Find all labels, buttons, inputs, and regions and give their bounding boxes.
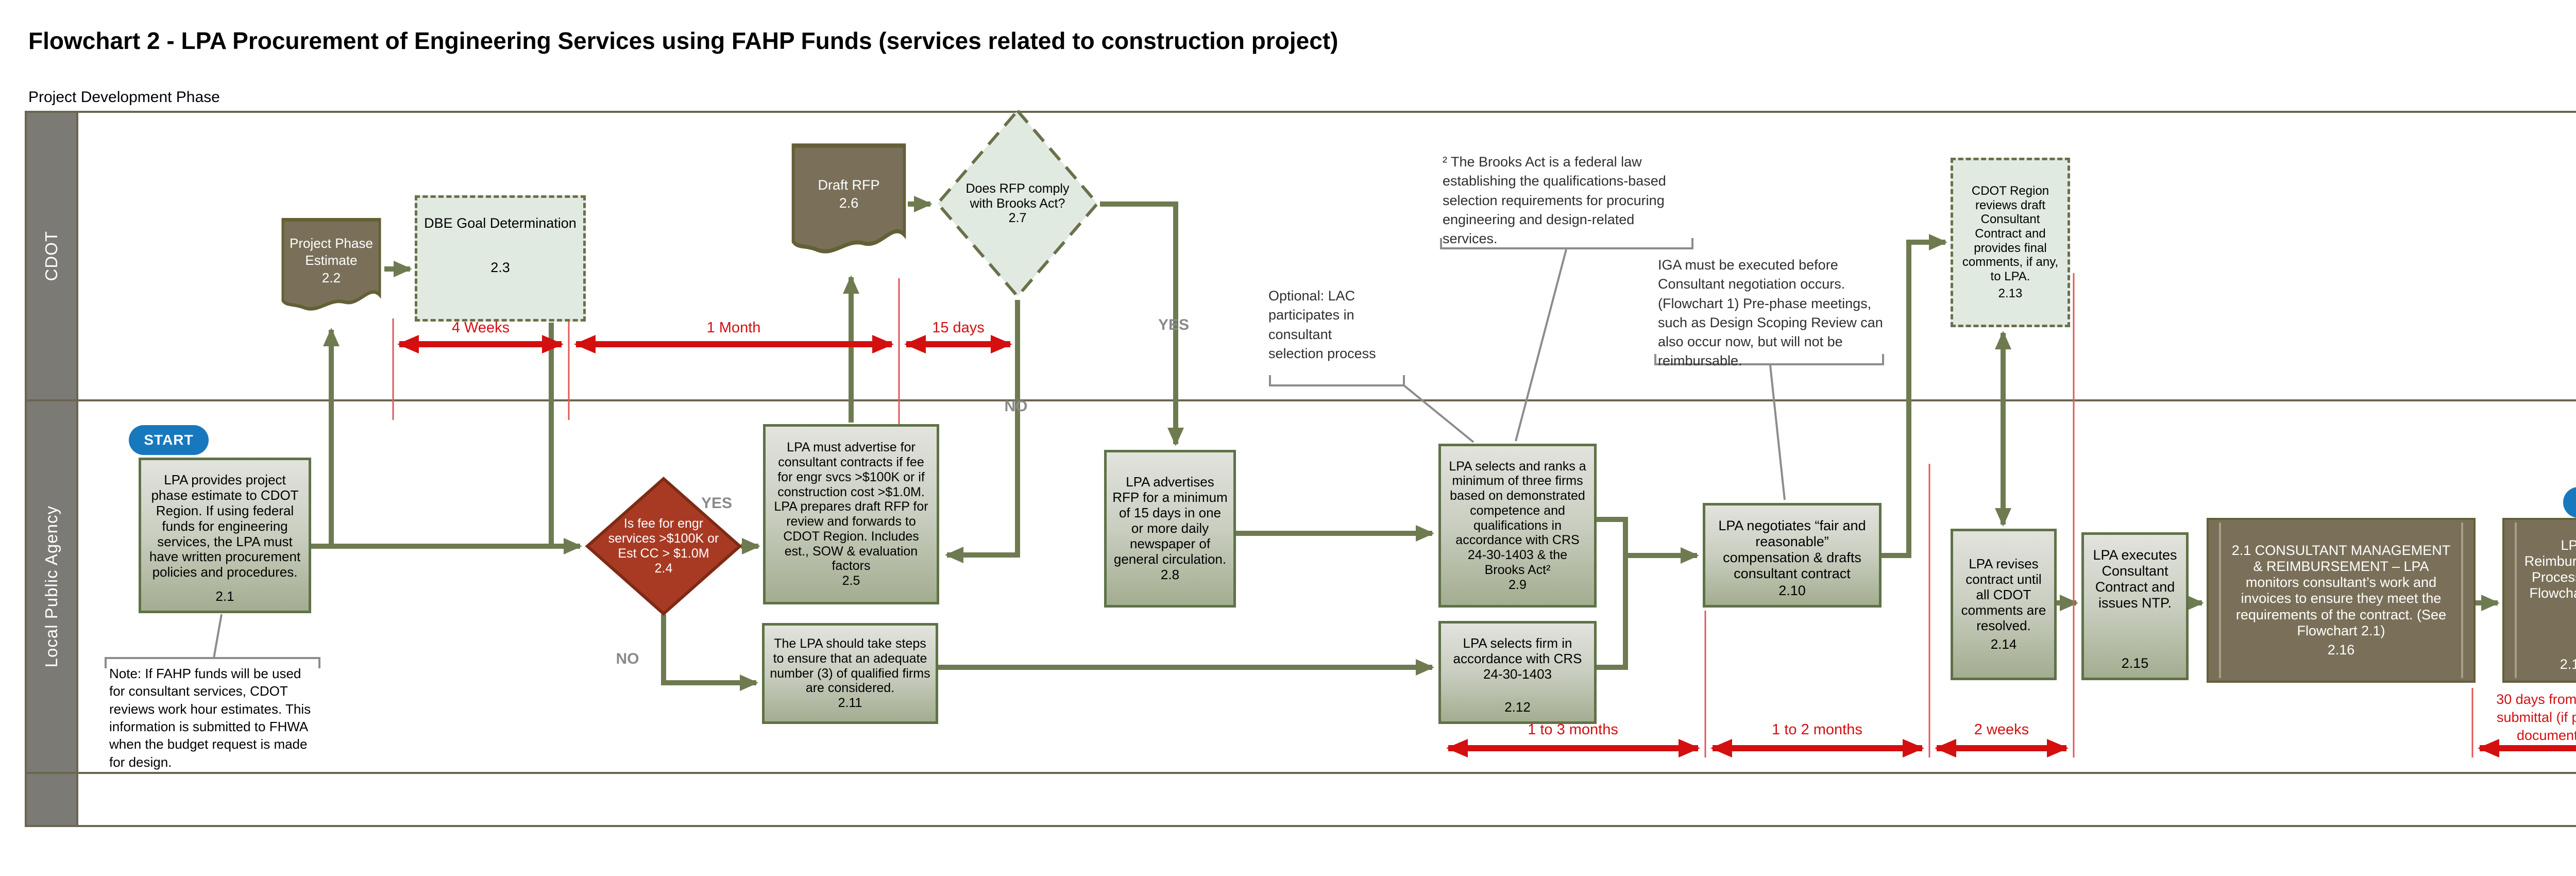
lane-divider-1	[25, 399, 2576, 401]
node-text: LPA revises contract until all CDOT comm…	[1961, 556, 2046, 633]
node-text: LPA Reimbursement Process (See Flowchart…	[2524, 537, 2576, 601]
duration-4-weeks: 4 Weeks	[451, 319, 510, 336]
lac-annotation: Optional: LAC participates in consultant…	[1268, 288, 1376, 361]
lane-label-cdot: CDOT	[27, 113, 78, 399]
node-text: LPA must advertise for consultant contra…	[774, 440, 928, 574]
node-id: 2.3	[490, 260, 510, 276]
document-shape	[791, 143, 906, 254]
node-2-9: LPA selects and ranks a minimum of three…	[1438, 444, 1597, 608]
lane-label-empty	[27, 774, 78, 825]
start-terminal: START	[129, 425, 209, 455]
node-id: 2.16	[2327, 642, 2355, 658]
node-id: 2.2	[321, 270, 341, 286]
node-2-12: LPA selects firm in accordance with CRS …	[1438, 621, 1597, 724]
duration-30-days: 30 days from time of submittal (if prope…	[2496, 692, 2576, 744]
lane-divider-2	[25, 772, 2576, 774]
node-2-3: DBE Goal Determination 2.3	[415, 195, 586, 322]
document-2-6: Draft RFP 2.6	[791, 142, 907, 266]
decision-2-7-label: Does RFP comply with Brooks Act? 2.7	[955, 131, 1080, 276]
decision-2-4: Is fee for engr services >$100K or Est C…	[585, 477, 742, 616]
node-text: DBE Goal Determination	[424, 215, 577, 231]
iga-annotation: IGA must be executed before Consultant n…	[1658, 257, 1883, 369]
subprocess-bar-right	[2461, 523, 2463, 678]
node-2-13: CDOT Region reviews draft Consultant Con…	[1951, 158, 2070, 327]
node-2-8: LPA advertises RFP for a minimum of 15 d…	[1104, 450, 1236, 608]
node-id: 2.13	[1998, 287, 2023, 301]
document-2-2: Project Phase Estimate 2.2	[281, 217, 382, 322]
subprocess-2-17: LPA Reimbursement Process (See Flowchart…	[2502, 518, 2576, 683]
node-id: 2.10	[1778, 582, 1806, 598]
node-text: Draft RFP	[818, 177, 880, 193]
node-id: 2.14	[1990, 636, 2017, 652]
node-id: 2.9	[1509, 577, 1527, 592]
node-text: 2.1 CONSULTANT MANAGEMENT & REIMBURSEMEN…	[2231, 543, 2451, 638]
lane-label-cdot-text: CDOT	[42, 231, 61, 281]
duration-1-month: 1 Month	[706, 319, 761, 336]
node-text: The LPA should take steps to ensure that…	[770, 636, 930, 696]
node-text: LPA provides project phase estimate to C…	[149, 472, 301, 580]
node-id: 2.1	[215, 588, 234, 604]
no-label-2-7: NO	[1004, 398, 1028, 415]
node-text: LPA selects firm in accordance with CRS …	[1453, 635, 1582, 682]
lane-label-lpa-text: Local Public Agency	[42, 506, 61, 668]
node-2-15: LPA executes Consultant Contract and iss…	[2081, 532, 2189, 680]
node-text: LPA negotiates “fair and reasonable” com…	[1718, 518, 1866, 582]
yes-label-2-4: YES	[701, 495, 733, 512]
lane-label-lpa: Local Public Agency	[27, 401, 78, 772]
node-text: LPA executes Consultant Contract and iss…	[2093, 547, 2177, 611]
swimlane-frame	[25, 111, 2576, 827]
subprocess-bar-left	[2515, 523, 2517, 678]
node-text: CDOT Region reviews draft Consultant Con…	[1962, 184, 2059, 283]
node-text: Is fee for engr services >$100K or Est C…	[608, 516, 719, 561]
yes-label-2-7: YES	[1158, 316, 1190, 333]
node-text: LPA advertises RFP for a minimum of 15 d…	[1112, 474, 1228, 567]
node-2-5: LPA must advertise for consultant contra…	[763, 424, 939, 604]
duration-1-2-months: 1 to 2 months	[1772, 721, 1862, 738]
note-annotation: Note: If FAHP funds will be used for con…	[109, 666, 311, 770]
node-id: 2.11	[838, 696, 862, 711]
duration-15-days: 15 days	[932, 319, 985, 336]
decision-shape	[585, 477, 742, 616]
no-label-2-4: NO	[616, 650, 639, 667]
document-2-2-label: Project Phase Estimate 2.2	[285, 223, 378, 298]
node-id: 2.6	[839, 195, 859, 211]
node-2-10: LPA negotiates “fair and reasonable” com…	[1703, 503, 1882, 608]
node-text: LPA selects and ranks a minimum of three…	[1449, 459, 1586, 577]
decision-2-4-label: Is fee for engr services >$100K or Est C…	[604, 493, 723, 599]
duration-1-3-months: 1 to 3 months	[1528, 721, 1618, 738]
decision-shape	[936, 108, 1099, 299]
duration-2-weeks: 2 weeks	[1974, 721, 2029, 738]
node-id: 2.15	[2121, 655, 2149, 671]
node-id: 2.4	[654, 561, 673, 576]
start-label: START	[144, 432, 194, 448]
subprocess-bar-left	[2219, 523, 2221, 678]
node-2-11: The LPA should take steps to ensure that…	[762, 623, 938, 724]
node-id: 2.8	[1160, 566, 1180, 582]
node-id: 2.12	[1504, 699, 1531, 715]
subprocess-2-16: 2.1 CONSULTANT MANAGEMENT & REIMBURSEMEN…	[2207, 518, 2476, 683]
node-text: Project Phase Estimate	[290, 235, 373, 268]
brooks-act-annotation: ² The Brooks Act is a federal law establ…	[1443, 154, 1666, 246]
phase-label: Project Development Phase	[28, 89, 220, 106]
decision-2-7: Does RFP comply with Brooks Act? 2.7	[935, 108, 1100, 299]
node-text: Does RFP comply with Brooks Act?	[965, 181, 1070, 211]
node-2-1: LPA provides project phase estimate to C…	[139, 458, 311, 613]
document-2-6-label: Draft RFP 2.6	[795, 149, 902, 239]
page-title: Flowchart 2 - LPA Procurement of Enginee…	[28, 27, 1338, 54]
node-2-14: LPA revises contract until all CDOT comm…	[1951, 529, 2057, 680]
node-id: 2.7	[1008, 211, 1027, 226]
node-id: 2.17	[2560, 656, 2576, 672]
document-shape	[281, 218, 381, 311]
node-id: 2.5	[842, 574, 860, 588]
